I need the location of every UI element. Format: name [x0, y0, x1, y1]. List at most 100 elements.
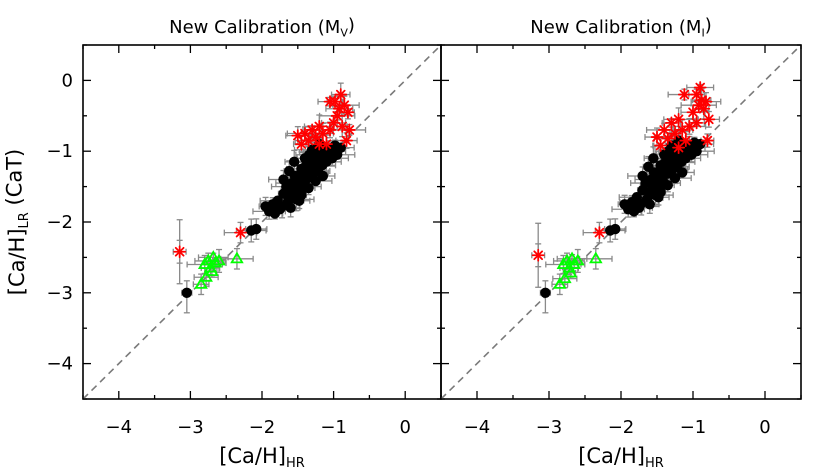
panel-1-ytick-label: −2: [46, 212, 73, 233]
data-point-circle: [335, 142, 346, 153]
asterisk-arm: [673, 142, 684, 153]
asterisk-arm: [594, 227, 605, 238]
data-point-circle: [278, 174, 289, 185]
data-point-triangle: [194, 277, 208, 289]
panel-1-ytick-label: −4: [46, 354, 73, 375]
asterisk-arm: [344, 125, 355, 135]
data-point-triangle: [553, 277, 567, 289]
asterisk-arm: [673, 114, 684, 125]
asterisk-arm: [688, 107, 698, 118]
data-point-asterisk: [654, 139, 667, 152]
asterisk-arm: [691, 118, 702, 128]
asterisk-arm: [325, 96, 335, 107]
data-point-circle: [299, 153, 311, 164]
asterisk-arm: [318, 128, 328, 139]
data-point-circle: [648, 153, 659, 164]
asterisk-arm: [684, 121, 695, 132]
asterisk-arm: [655, 140, 666, 151]
panel-1-xtick-label: −2: [249, 417, 276, 438]
panel-1-ylabel-part-1: LR: [17, 212, 32, 228]
data-point-triangle: [558, 271, 572, 284]
data-point-asterisk: [234, 226, 247, 240]
asterisk-arm: [659, 125, 669, 135]
data-point-circle: [677, 167, 688, 178]
panel-1-xtick-label: −4: [106, 417, 133, 438]
panel-2-identity-line: [440, 44, 802, 400]
panel-2-xlabel: [Ca/H]HR: [578, 444, 664, 471]
asterisk-arm: [652, 132, 662, 142]
data-point-asterisk: [327, 116, 341, 130]
data-point-circle: [540, 287, 551, 298]
panel-2-xtick-label: −4: [464, 417, 491, 438]
data-point-circle: [655, 187, 666, 198]
data-point-circle: [289, 156, 300, 168]
asterisk-arm: [691, 89, 702, 100]
panel-1-xtick-label: −1: [320, 417, 347, 438]
panel-1-title-part-1: V: [340, 27, 348, 40]
asterisk-arm: [328, 118, 339, 128]
data-point-triangle: [563, 265, 578, 278]
data-point-circle: [662, 179, 673, 191]
data-point-asterisk: [701, 134, 714, 147]
data-point-circle: [659, 149, 670, 160]
panel-1-ytick-label: −1: [46, 141, 73, 162]
asterisk-arm: [314, 139, 325, 149]
data-point-asterisk: [690, 88, 703, 101]
asterisk-arm: [174, 246, 185, 257]
data-point-asterisk: [699, 95, 713, 109]
data-point-circle: [637, 170, 648, 182]
panel-1-xlabel-part-0: [Ca/H]: [219, 444, 286, 468]
asterisk-arm: [679, 89, 690, 100]
data-point-asterisk: [341, 105, 355, 119]
panel-2-xtick-label: −2: [608, 417, 635, 438]
data-point-asterisk: [677, 88, 691, 101]
data-point-triangle: [197, 257, 212, 269]
asterisk-arm: [300, 128, 310, 139]
data-point-triangle: [230, 251, 244, 264]
data-point-asterisk: [312, 137, 326, 151]
data-point-triangle: [208, 255, 223, 268]
data-point-triangle: [571, 253, 585, 266]
asterisk-arm: [314, 121, 325, 132]
asterisk-arm: [701, 96, 711, 107]
data-point-circle: [643, 161, 654, 172]
asterisk-arm: [663, 133, 673, 144]
data-point-triangle: [199, 269, 213, 282]
asterisk-arm: [307, 125, 317, 135]
data-point-asterisk: [661, 132, 675, 145]
data-point-triangle: [567, 257, 581, 269]
panel-1-ytick-label: −3: [46, 283, 73, 304]
panel-1-ytick-label: 0: [62, 70, 73, 91]
data-point-triangle: [589, 251, 603, 264]
panel-2-xtick-label: −3: [536, 417, 563, 438]
data-point-circle: [673, 135, 684, 146]
panel-1-xtick-label: 0: [399, 417, 410, 438]
panel-2-xlabel-part-0: [Ca/H]: [578, 444, 645, 468]
data-point-circle: [296, 189, 307, 201]
panel-1-title: New Calibration (MV): [169, 15, 355, 40]
data-point-asterisk: [690, 116, 703, 130]
data-point-triangle: [205, 264, 219, 277]
panel-1-markers: [173, 88, 356, 298]
asterisk-arm: [681, 135, 691, 146]
data-point-circle: [251, 223, 262, 235]
data-point-asterisk: [650, 130, 664, 144]
asterisk-arm: [335, 89, 346, 100]
asterisk-arm: [334, 103, 345, 114]
panel-2-title: New Calibration (MI): [530, 15, 711, 40]
asterisk-arm: [695, 82, 705, 93]
asterisk-arm: [337, 121, 347, 132]
panel-2-xlabel-part-1: HR: [645, 456, 664, 471]
panel-2-title-part-1: I: [701, 27, 704, 40]
panel-1-identity-line: [82, 44, 442, 400]
data-point-circle: [181, 287, 193, 298]
asterisk-arm: [702, 135, 713, 146]
asterisk-arm: [696, 95, 707, 106]
asterisk-arm: [533, 250, 543, 261]
data-point-circle: [644, 199, 655, 210]
asterisk-arm: [296, 139, 307, 149]
data-point-asterisk: [657, 123, 671, 137]
data-point-circle: [303, 182, 314, 194]
data-point-circle: [669, 172, 681, 184]
panel-1-title-part-2: ): [348, 15, 355, 36]
